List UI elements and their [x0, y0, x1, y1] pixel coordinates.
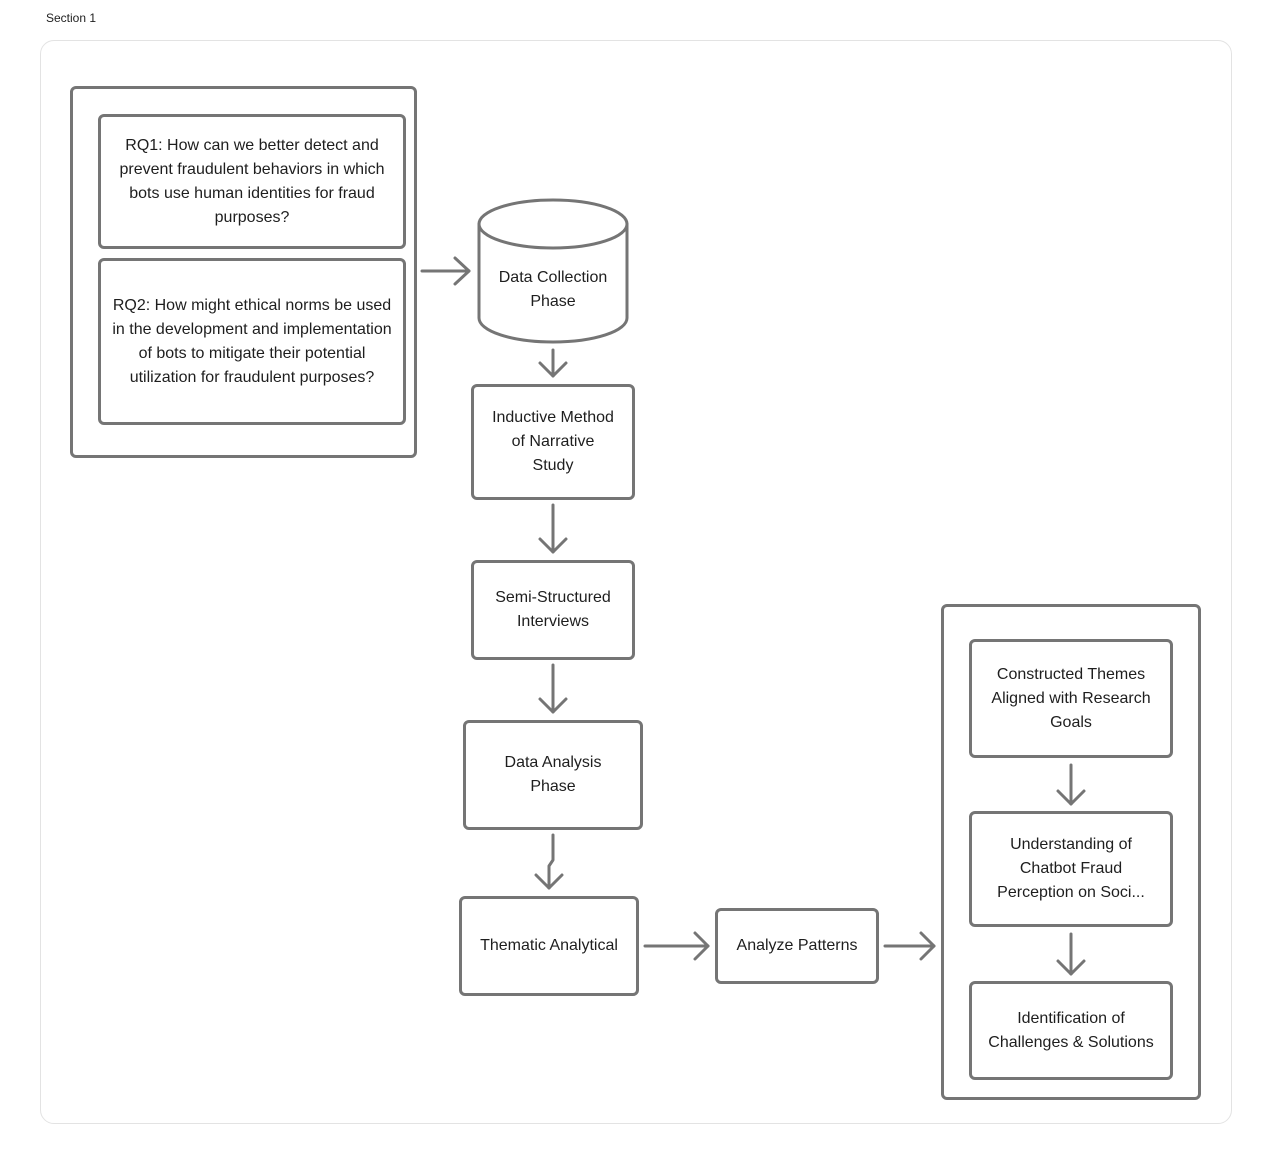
- arrow-understanding-to-identification: [1056, 932, 1086, 976]
- identification-text: Identification of Challenges & Solutions: [988, 1009, 1154, 1051]
- data-analysis-node[interactable]: Data Analysis Phase: [463, 720, 643, 830]
- outcomes-group: [941, 604, 1201, 1100]
- semi-structured-interviews-text: Semi-Structured Interviews: [495, 589, 611, 630]
- arrow-collection-to-inductive: [538, 348, 568, 378]
- arrow-analysis-to-thematic: [534, 833, 564, 890]
- arrow-inductive-to-interviews: [538, 503, 568, 554]
- research-questions-group: [70, 86, 417, 458]
- data-collection-cylinder-top: [477, 198, 629, 250]
- data-collection-cylinder-body: [477, 222, 629, 344]
- analyze-patterns-node[interactable]: Analyze Patterns: [715, 908, 879, 984]
- arrow-interviews-to-analysis: [538, 663, 568, 714]
- data-analysis-text: Data Analysis Phase: [504, 754, 602, 795]
- inductive-method-text: Inductive Method of Narrative Study: [492, 409, 614, 474]
- understanding-node[interactable]: Understanding of Chatbot Fraud Perceptio…: [969, 811, 1173, 927]
- section-frame: [40, 40, 1232, 1124]
- constructed-themes-node[interactable]: Constructed Themes Aligned with Research…: [969, 639, 1173, 758]
- analyze-patterns-text: Analyze Patterns: [736, 937, 858, 954]
- rq2-text: RQ2: How might ethical norms be used in …: [112, 296, 392, 386]
- semi-structured-interviews-node[interactable]: Semi-Structured Interviews: [471, 560, 635, 660]
- understanding-text: Understanding of Chatbot Fraud Perceptio…: [997, 836, 1145, 901]
- rq1-text: RQ1: How can we better detect and preven…: [119, 136, 385, 226]
- arrow-patterns-to-outcomes: [883, 931, 936, 961]
- section-label: Section 1: [46, 11, 97, 25]
- inductive-method-node[interactable]: Inductive Method of Narrative Study: [471, 384, 635, 500]
- thematic-analytical-node[interactable]: Thematic Analytical: [459, 896, 639, 996]
- rq1-node[interactable]: RQ1: How can we better detect and preven…: [98, 114, 406, 249]
- rq2-node[interactable]: RQ2: How might ethical norms be used in …: [98, 258, 406, 425]
- arrow-rq-to-collection: [420, 256, 471, 286]
- constructed-themes-text: Constructed Themes Aligned with Research…: [991, 665, 1151, 731]
- identification-node[interactable]: Identification of Challenges & Solutions: [969, 981, 1173, 1080]
- arrow-thematic-to-patterns: [643, 931, 710, 961]
- data-collection-node[interactable]: Data Collection Phase: [498, 269, 608, 310]
- arrow-themes-to-understanding: [1056, 763, 1086, 806]
- thematic-analytical-text: Thematic Analytical: [480, 937, 618, 954]
